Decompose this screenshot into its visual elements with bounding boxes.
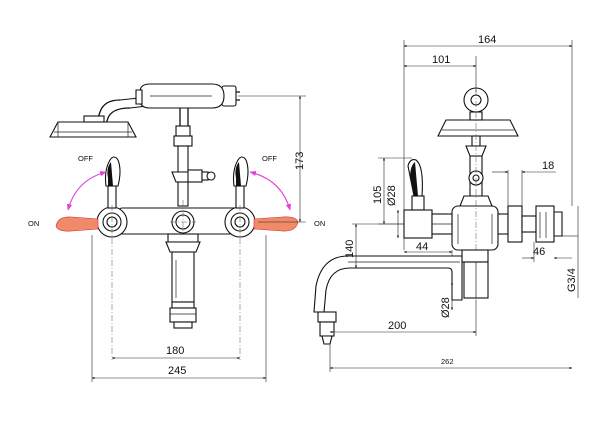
dim-140: 140 [344, 240, 356, 258]
dim-245: 245 [168, 365, 186, 377]
label-off-left: OFF [78, 154, 93, 163]
shower-rose [49, 115, 137, 138]
dim-200: 200 [388, 320, 406, 332]
label-off-right: OFF [262, 154, 277, 163]
right-valve [224, 156, 256, 238]
dim-101: 101 [432, 54, 450, 66]
cradle-post [171, 125, 195, 207]
right-rotation-arrow [249, 170, 292, 211]
dim-173: 173 [294, 152, 306, 170]
label-on-right: ON [314, 219, 325, 228]
side-lever [403, 159, 453, 239]
thread-g34: G3/4 [566, 268, 578, 292]
front-spout [165, 233, 201, 329]
right-lever-on [253, 216, 299, 232]
side-shower-rose [437, 87, 519, 147]
dim-diameter-top: Ø28 [386, 185, 398, 206]
dim-262: 262 [441, 357, 454, 366]
front-view: OFF OFF ON ON 173 180 245 [28, 83, 325, 382]
dim-180: 180 [166, 345, 184, 357]
left-rotation-arrow [66, 170, 107, 211]
diverter-knob [187, 169, 216, 183]
dim-46: 46 [533, 246, 545, 258]
side-spout [313, 255, 489, 345]
left-lever-on [55, 216, 99, 232]
label-on-left: ON [28, 219, 39, 228]
dim-164: 164 [478, 34, 496, 46]
side-view: 164 101 18 105 Ø28 44 140 Ø28 [313, 34, 579, 372]
dim-44: 44 [416, 241, 428, 253]
handset-handle [135, 83, 237, 109]
dim-diameter-spout: Ø28 [440, 297, 452, 318]
dim-105: 105 [372, 186, 384, 204]
wall-connector [497, 205, 563, 243]
dim-18: 18 [542, 160, 554, 172]
